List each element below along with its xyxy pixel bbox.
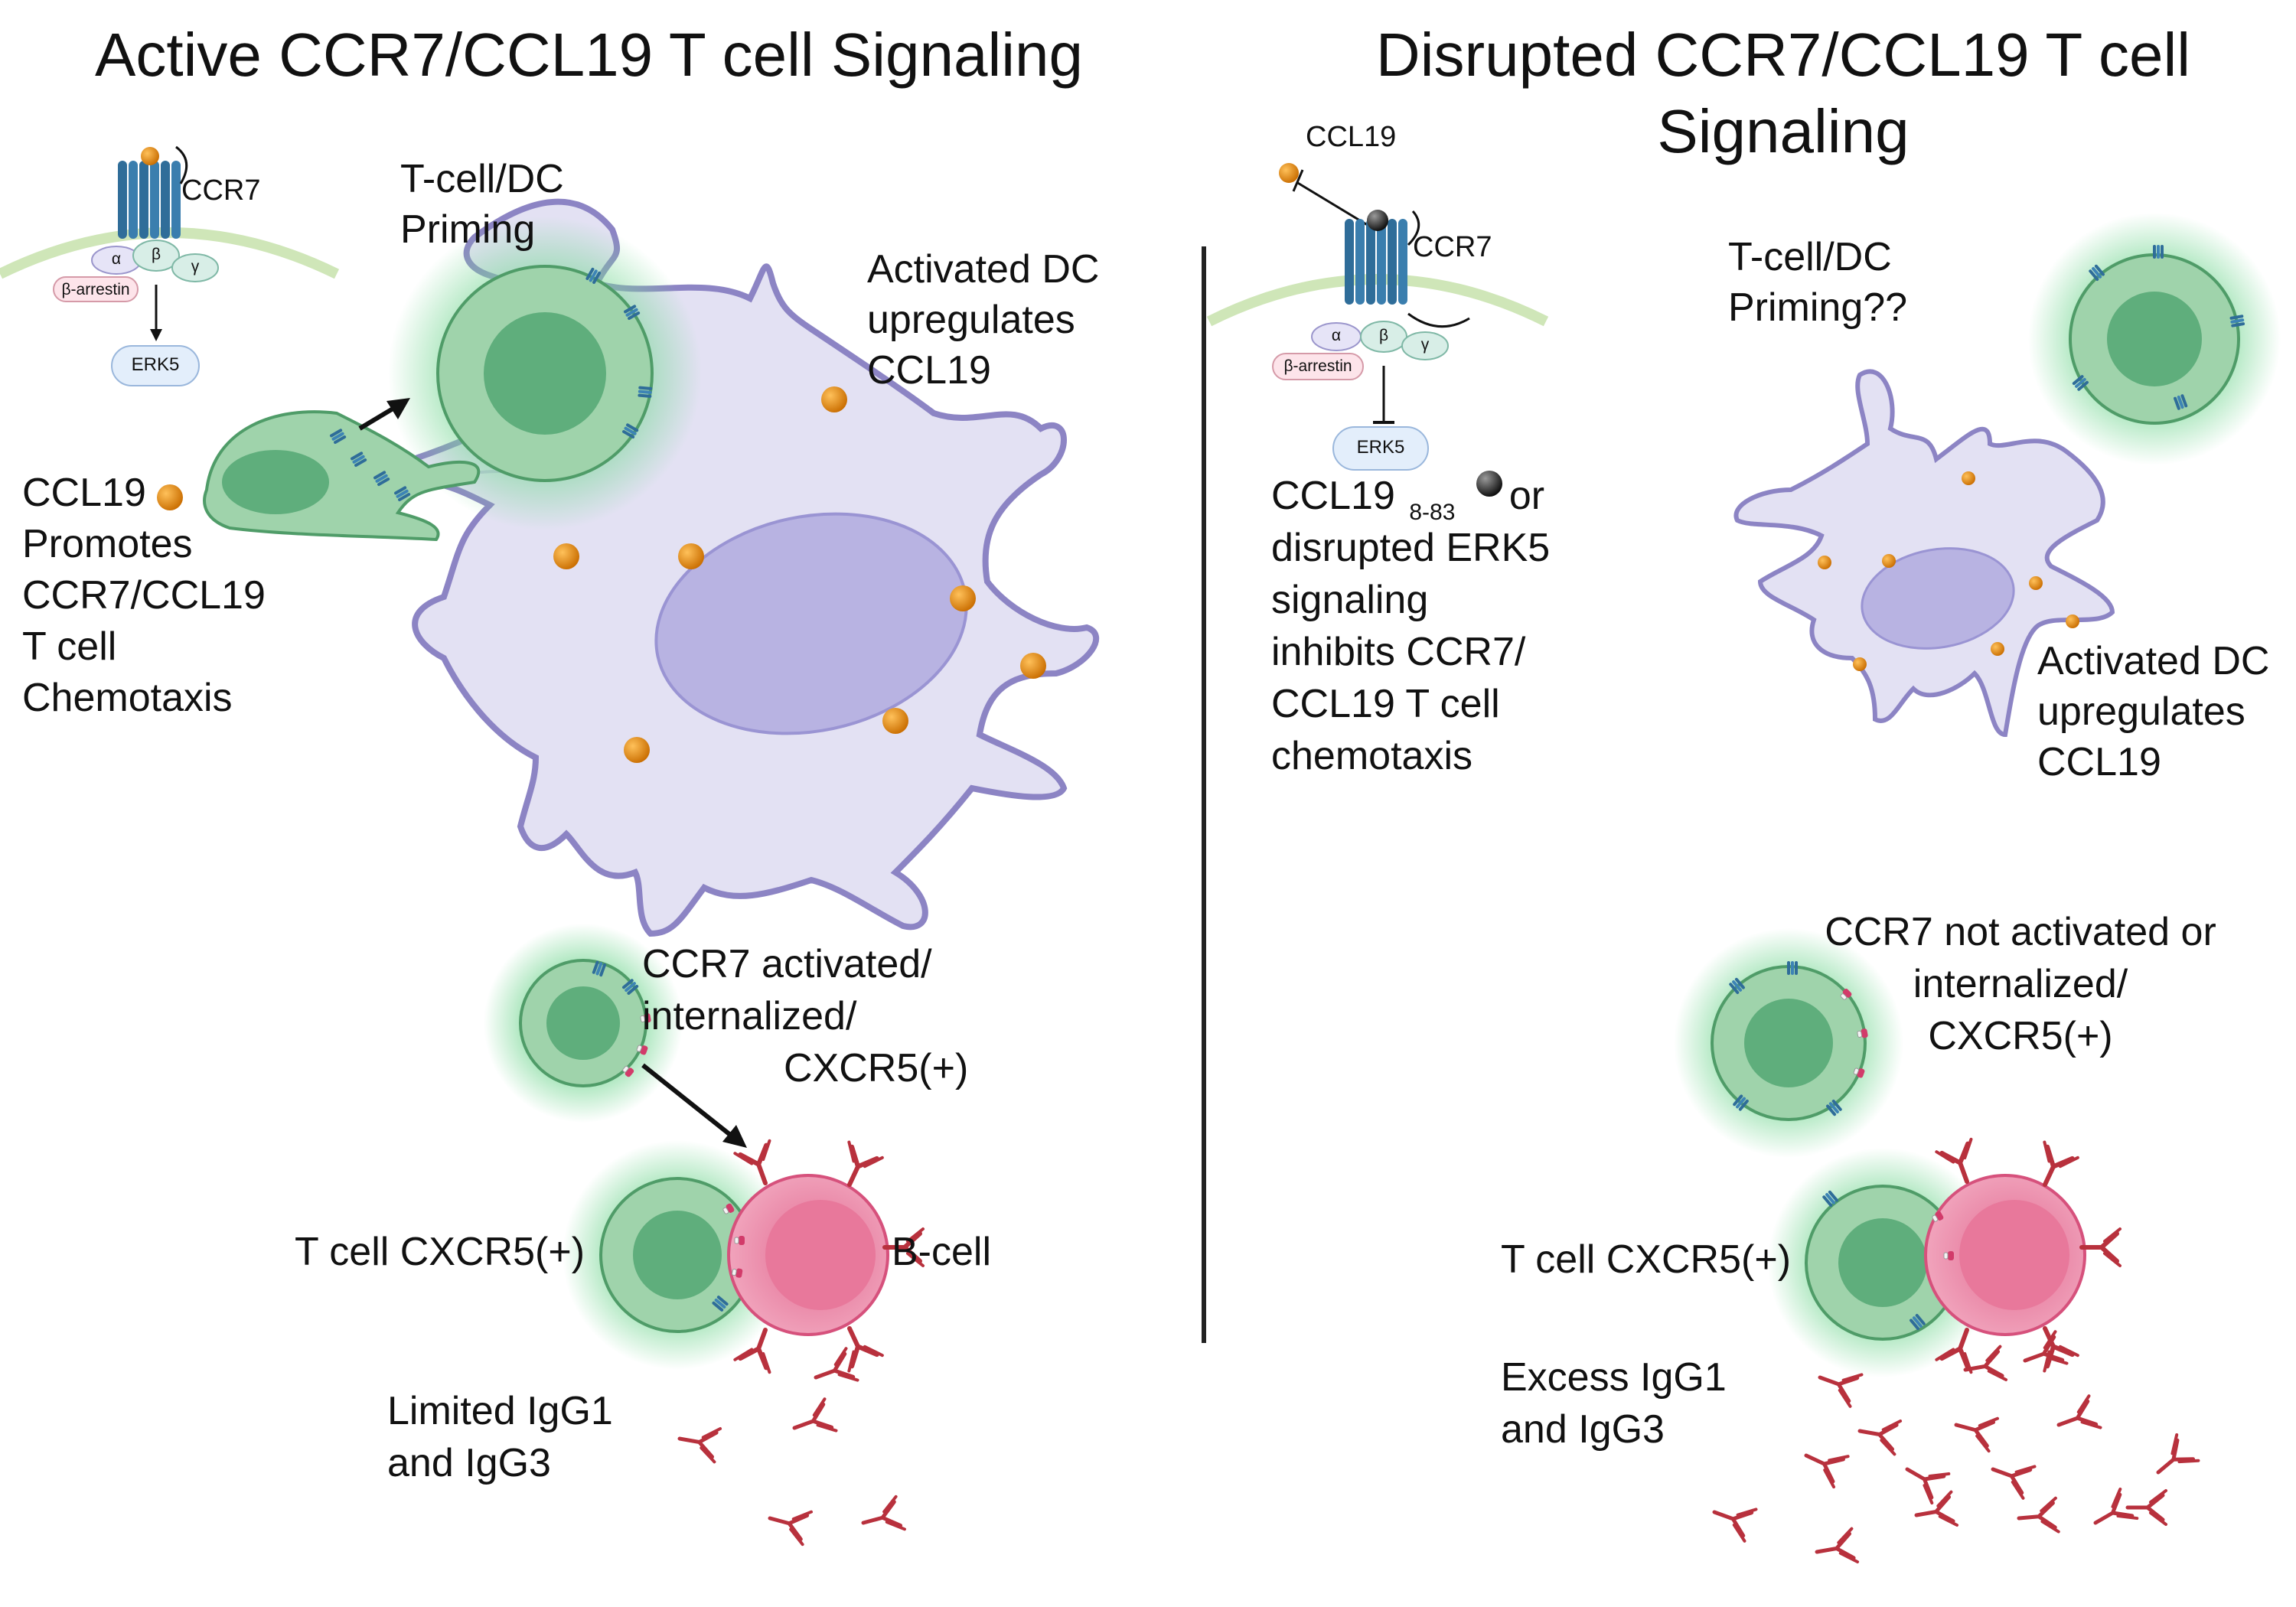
ccl19-label-line3: CCR7/CCL19 — [22, 573, 266, 618]
dc-label-line2: upregulates — [867, 298, 1075, 342]
ccr7-activated-line1: CCR7 activated/ — [642, 942, 932, 986]
migrating-t-cell — [203, 398, 481, 542]
dc-label-line3: CCL19 — [867, 348, 991, 393]
erk5-label: ERK5 — [131, 354, 180, 375]
inhibitor-label-line4: inhibits CCR7/ — [1271, 630, 1526, 674]
inhibitor-label-line2: disrupted ERK5 — [1271, 526, 1551, 570]
inhibitor-label-line1: CCL19 8-83 or — [1271, 471, 1545, 525]
dc-label-right-line2: upregulates — [2037, 689, 2245, 734]
tcell-bcell-pair — [563, 1140, 923, 1372]
right-panel-title-line2: Signaling — [1657, 97, 1910, 165]
dc-label-right-line1: Activated DC — [2037, 639, 2270, 683]
ccr7-receptor-blocked-icon — [1206, 163, 1549, 471]
ccr7-not-activated-line1: CCR7 not activated or — [1825, 910, 2216, 954]
g-beta-label: β — [151, 246, 161, 263]
priming-label-line2: Priming — [400, 207, 536, 252]
priming-t-cell — [388, 217, 702, 530]
unactivated-t-cell — [1674, 928, 1903, 1158]
ccr7-receptor-icon — [0, 145, 340, 386]
inhibitor-ccl19: CCL19 — [1271, 474, 1395, 518]
limited-igg-line2: and IgG3 — [387, 1441, 551, 1485]
g-gamma-label: γ — [191, 258, 200, 275]
inhibitor-label-line6: chemotaxis — [1271, 734, 1473, 778]
dendritic-cell-small — [1733, 369, 2115, 738]
erk5-label-right: ERK5 — [1356, 437, 1405, 458]
arrestin-label-right: β-arrestin — [1283, 357, 1352, 375]
ccl19-label-line2: Promotes — [22, 522, 193, 566]
tcell-bcell-pair-right — [1768, 1139, 2120, 1377]
g-gamma-label-right: γ — [1420, 336, 1430, 354]
g-alpha-label: α — [111, 250, 122, 268]
ccl19-label-line5: Chemotaxis — [22, 676, 233, 720]
inhibitor-subscript: 8-83 — [1409, 500, 1456, 525]
inhibitor-or: or — [1508, 474, 1545, 518]
limited-igg-line1: Limited IgG1 — [387, 1389, 613, 1433]
tcell-cxcr5-label-right: T cell CXCR5(+) — [1501, 1237, 1792, 1282]
ccr7-activated-line2: internalized/ — [642, 994, 857, 1038]
excess-igg-line2: and IgG3 — [1501, 1407, 1665, 1452]
dc-label-line1: Activated DC — [867, 247, 1100, 292]
ccl19-inhibitor-dot — [1476, 471, 1502, 497]
right-panel-title-line1: Disrupted CCR7/CCL19 T cell — [1375, 21, 2191, 89]
ccl19-dot-group — [553, 386, 1046, 763]
excess-igg-line1: Excess IgG1 — [1501, 1355, 1727, 1400]
inhibitor-label-line3: signaling — [1271, 578, 1429, 622]
ccl19-label-line4: T cell — [22, 624, 117, 669]
ccr7-not-activated-line3: CXCR5(+) — [1928, 1014, 2113, 1058]
arrestin-label: β-arrestin — [61, 281, 130, 298]
g-alpha-label-right: α — [1331, 327, 1342, 344]
dc-label-right-line3: CCL19 — [2037, 740, 2161, 784]
ccr7-label-right: CCR7 — [1413, 231, 1492, 263]
left-panel-title: Active CCR7/CCL19 T cell Signaling — [95, 21, 1083, 89]
ccl19-legend-dot — [157, 484, 183, 510]
bcell-label: B-cell — [892, 1230, 992, 1274]
ccl19-ligand-label: CCL19 — [1306, 121, 1397, 153]
g-beta-label-right: β — [1378, 327, 1389, 344]
ccr7-not-activated-line2: internalized/ — [1913, 962, 2128, 1006]
ccl19-label-line1: CCL19 — [22, 471, 146, 515]
priming-question-line2: Priming?? — [1728, 285, 1908, 330]
priming-question-line1: T-cell/DC — [1728, 235, 1892, 279]
priming-label-line1: T-cell/DC — [400, 157, 564, 201]
unprimed-t-cell — [2028, 213, 2281, 465]
tcell-cxcr5-label: T cell CXCR5(+) — [295, 1230, 585, 1274]
excess-antibodies — [1708, 1332, 2198, 1568]
activated-t-cell — [484, 924, 747, 1148]
ccr7-label: CCR7 — [181, 174, 261, 207]
limited-antibodies — [677, 1348, 905, 1544]
ccr7-activated-line3: CXCR5(+) — [784, 1046, 969, 1090]
inhibitor-label-line5: CCL19 T cell — [1271, 682, 1500, 726]
